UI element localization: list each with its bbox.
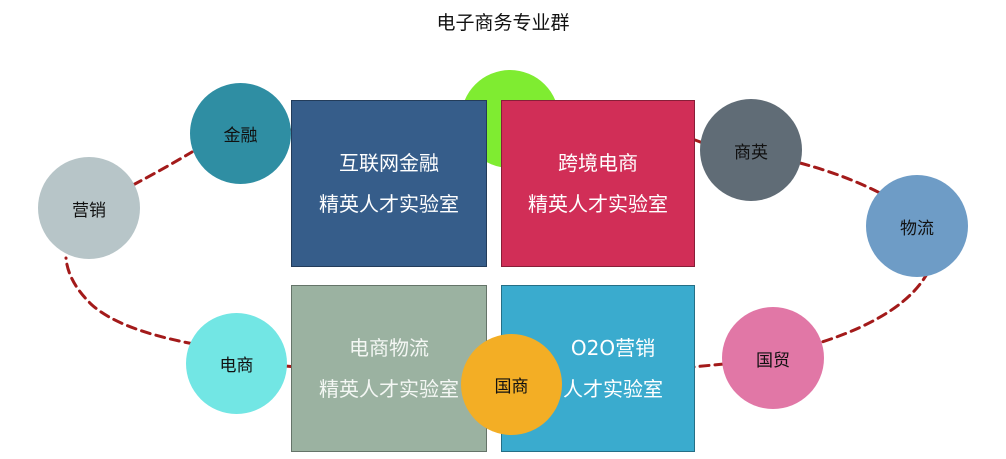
node-guomao-label: 国贸 [756,350,790,371]
lab-logistics-subtitle: 精英人才实验室 [319,376,459,401]
lab-box-crossborder: 跨境电商 精英人才实验室 [501,100,695,267]
node-jinrong: 金融 [190,83,291,184]
lab-o2o-title: O2O营销 [570,335,656,360]
node-guomao: 国贸 [722,307,824,409]
lab-fintech-title: 互联网金融 [339,150,439,175]
diagram-title: 电子商务专业群 [436,12,570,34]
node-wuliu: 物流 [866,175,968,277]
node-shangying-label: 商英 [734,142,768,163]
node-shangying: 商英 [700,99,802,201]
node-yingxiao-label: 营销 [72,200,106,221]
node-guoshang: 国商 [461,334,562,435]
lab-o2o-subtitle: 人才实验室 [563,376,663,401]
lab-crossborder-title: 跨境电商 [558,150,638,175]
lab-box-fintech: 互联网金融 精英人才实验室 [291,100,487,267]
lab-box-logistics: 电商物流 精英人才实验室 [291,285,487,452]
node-dianshang-label: 电商 [219,356,254,376]
node-dianshang: 电商 [186,313,287,414]
node-guoshang-label: 国商 [494,377,529,397]
node-wuliu-label: 物流 [900,218,934,239]
node-yingxiao: 营销 [38,157,140,259]
ring-segment-yingxiao-jinrong [131,150,194,187]
node-jinrong-label: 金融 [223,126,258,146]
lab-fintech-subtitle: 精英人才实验室 [319,191,459,216]
lab-logistics-title: 电商物流 [349,335,429,360]
lab-crossborder-subtitle: 精英人才实验室 [528,191,668,216]
ring-segment-wuliu-guomao [820,270,930,344]
ring-segment-dianshang-yingxiao [64,256,196,346]
ring-segment-shangying-wuliu [798,161,884,196]
